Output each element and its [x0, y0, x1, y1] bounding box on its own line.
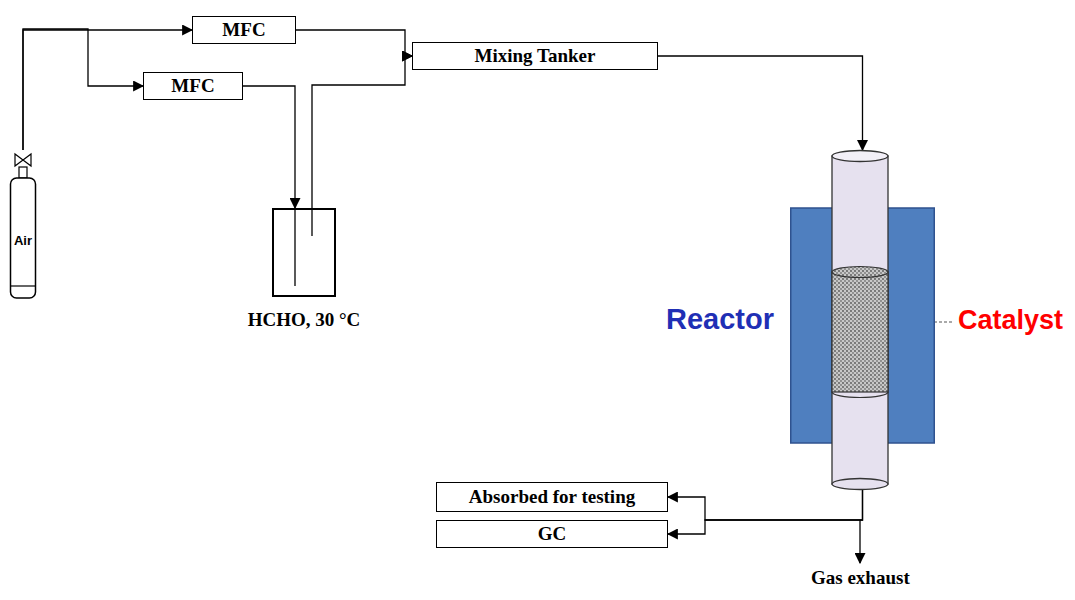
- gas-cylinder: Air: [9, 150, 37, 300]
- node-text: HCHO, 30 °C: [248, 309, 361, 331]
- gas-cylinder-shape: [9, 150, 37, 300]
- flow-line: [312, 56, 412, 208]
- reactor-tube: [832, 156, 888, 484]
- catalyst-bed-top: [832, 267, 888, 278]
- flow-line: [23, 29, 143, 150]
- node-text: MFC: [222, 19, 265, 41]
- exhaust-line: [859, 520, 860, 563]
- mfc-box: MFC: [143, 72, 243, 100]
- tube-end: [832, 479, 888, 490]
- reactor-shape: [790, 150, 935, 490]
- flow-line: [243, 86, 295, 208]
- node-text: Absorbed for testing: [469, 486, 635, 508]
- node-text: MFC: [171, 75, 214, 97]
- catalyst-label: Catalyst: [958, 305, 1063, 336]
- node-text: GC: [538, 523, 567, 545]
- cylinder-neck: [19, 167, 27, 178]
- valve-symbol: [23, 154, 31, 166]
- flow-line: [296, 30, 412, 56]
- node-text: Air: [14, 234, 32, 249]
- valve-symbol: [15, 154, 23, 166]
- outlet-tube: [311, 208, 312, 236]
- cylinder-body: [11, 178, 36, 298]
- output-box: GC: [436, 520, 668, 548]
- node-text: Reactor: [666, 303, 774, 336]
- flow-line: [658, 56, 863, 150]
- mixing-tank-box: Mixing Tanker: [412, 42, 658, 70]
- catalyst-bed: [832, 272, 888, 392]
- mfc-box: MFC: [192, 16, 296, 44]
- hcho-bubbler-shape: [272, 208, 336, 297]
- exhaust-label: Gas exhaust: [811, 567, 910, 589]
- dip-tube: [294, 208, 295, 286]
- flow-line: [668, 490, 863, 534]
- node-text: Mixing Tanker: [475, 45, 596, 67]
- catalyst-bed-bottom: [832, 392, 888, 398]
- output-box: Absorbed for testing: [436, 482, 668, 512]
- bubbler-vessel: [273, 209, 335, 296]
- cylinder-band: [11, 285, 36, 286]
- reactor: Reactor: [790, 150, 935, 490]
- tube-end: [832, 151, 888, 162]
- hcho-bubbler: HCHO, 30 °C: [272, 208, 336, 297]
- flow-line: [668, 490, 863, 520]
